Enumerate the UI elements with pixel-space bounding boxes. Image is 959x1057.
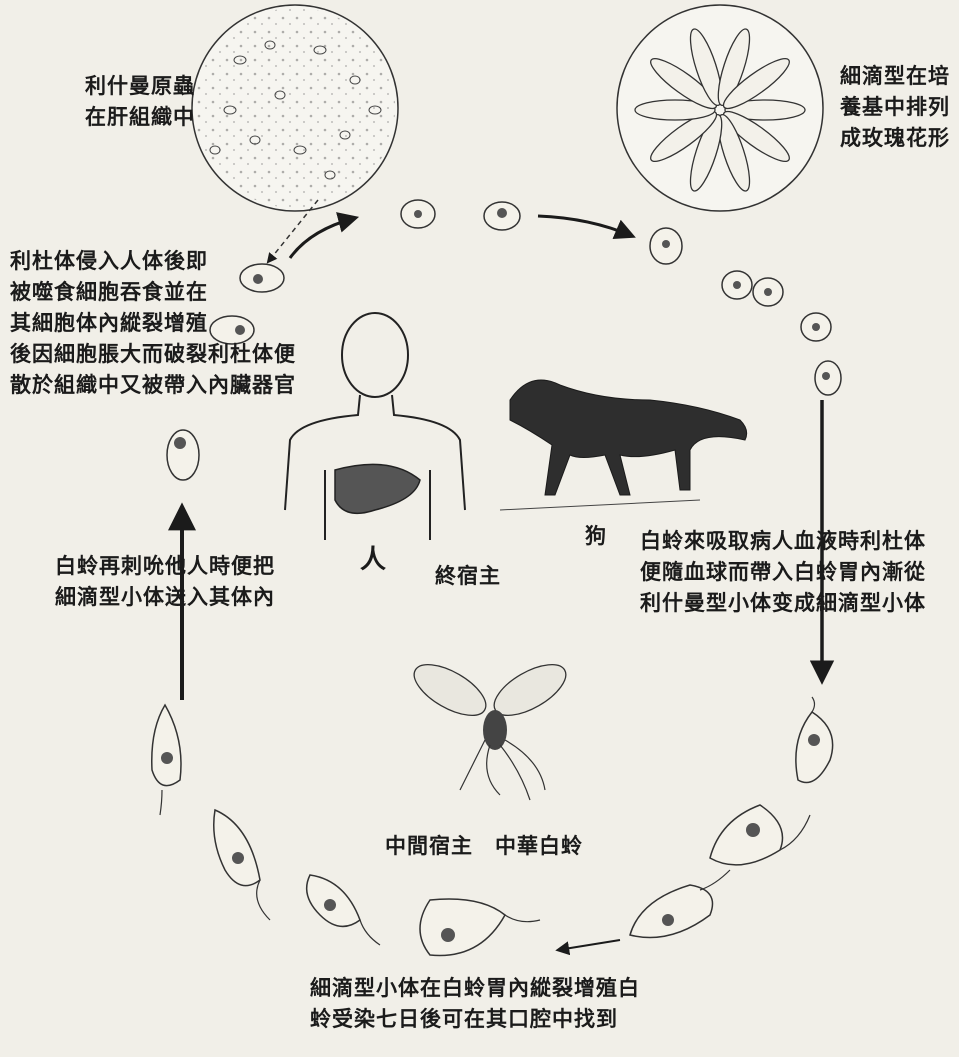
rosette-culture-micrograph <box>617 5 823 211</box>
caption-line: 後因細胞脹大而破裂利杜体便 <box>10 338 296 369</box>
sandfly-figure <box>406 654 573 800</box>
caption-line: 蛉受染七日後可在其口腔中找到 <box>310 1003 640 1034</box>
caption-line: 細滴型小体送入其体內 <box>55 581 275 612</box>
caption-line: 細滴型小体在白蛉胃內縱裂增殖白 <box>310 972 640 1003</box>
label-final-host: 終宿主 <box>435 560 501 591</box>
caption-rosette: 細滴型在培 養基中排列 成玫瑰花形 <box>840 60 950 153</box>
arrow-top-right <box>538 216 632 236</box>
caption-line: 養基中排列 <box>840 91 950 122</box>
label-human: 人 <box>360 545 387 576</box>
label-dog: 狗 <box>585 520 607 551</box>
liver-tissue-micrograph <box>192 5 398 211</box>
caption-line: 在肝組織中 <box>85 101 195 132</box>
caption-line: 利什曼型小体变成細滴型小体 <box>640 587 926 618</box>
caption-invasion: 利杜体侵入人体後即 被噬食細胞吞食並在 其細胞体內縱裂增殖 後因細胞脹大而破裂利… <box>10 245 296 400</box>
arrow-bottom <box>558 940 620 950</box>
caption-line: 細滴型在培 <box>840 60 950 91</box>
caption-line: 利杜体侵入人体後即 <box>10 245 296 276</box>
caption-multiplication: 細滴型小体在白蛉胃內縱裂增殖白 蛉受染七日後可在其口腔中找到 <box>310 972 640 1034</box>
caption-bite-transfer: 白蛉再刺吮他人時便把 細滴型小体送入其体內 <box>55 550 275 612</box>
caption-line: 白蛉再刺吮他人時便把 <box>55 550 275 581</box>
caption-line: 散於組織中又被帶入內臟器官 <box>10 369 296 400</box>
caption-sandfly-feeding: 白蛉來吸取病人血液時利杜体 便隨血球而帶入白蛉胃內漸從 利什曼型小体变成細滴型小… <box>640 525 926 618</box>
caption-line: 白蛉來吸取病人血液時利杜体 <box>640 525 926 556</box>
caption-liver-tissue: 利什曼原蟲 在肝組織中 <box>85 70 195 132</box>
dog-figure <box>500 380 747 510</box>
arrow-top-left <box>290 218 355 258</box>
caption-line: 利什曼原蟲 <box>85 70 195 101</box>
liver-icon <box>335 464 420 513</box>
caption-line: 成玫瑰花形 <box>840 122 950 153</box>
label-intermediate-host: 中間宿主 中華白蛉 <box>385 830 583 861</box>
caption-line: 其細胞体內縱裂增殖 <box>10 307 296 338</box>
caption-line: 被噬食細胞吞食並在 <box>10 276 296 307</box>
caption-line: 便隨血球而帶入白蛉胃內漸從 <box>640 556 926 587</box>
